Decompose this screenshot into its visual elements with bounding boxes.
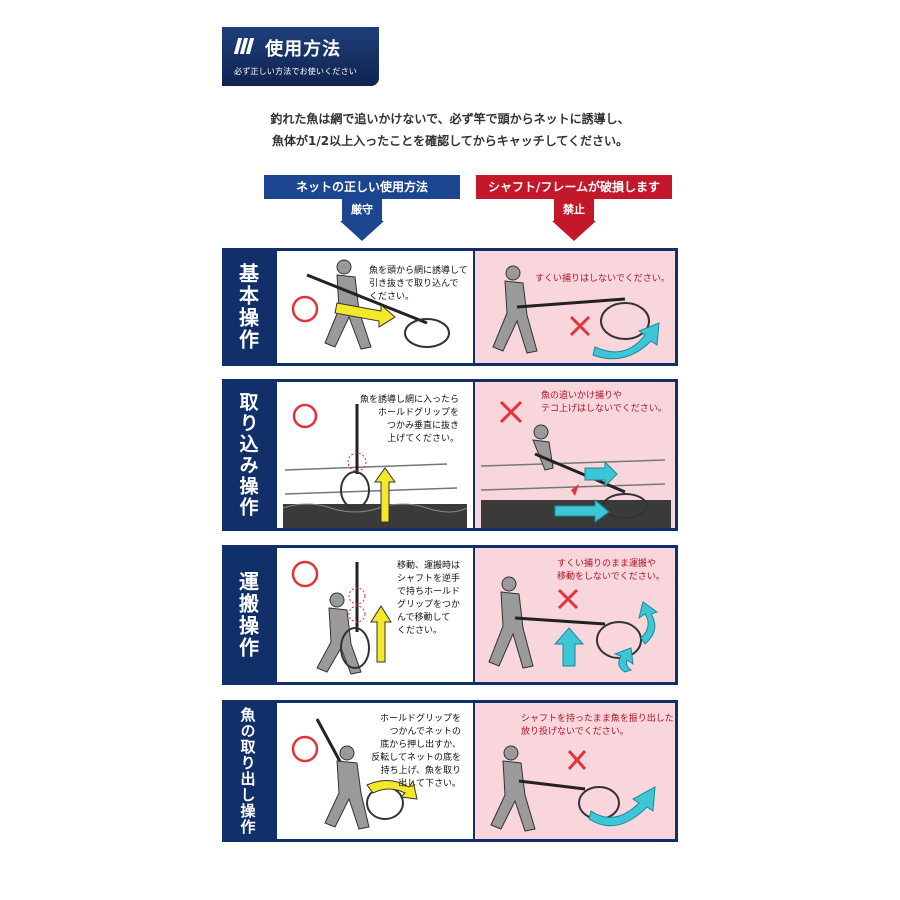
arrow-yellow-icon <box>370 605 392 663</box>
cross-ng-icon <box>569 315 591 337</box>
arrow-cyan-icon <box>613 647 634 673</box>
warning-text: すくい捕りのまま運搬や移動をしないでください。 <box>557 559 665 582</box>
row-label: 取り込み操作 <box>236 392 259 518</box>
arrow-down-icon <box>340 221 384 241</box>
arrow-cyan-icon <box>584 460 618 488</box>
warning-text: シャフトを持ったまま魚を振り出したり放り投げないでください。 <box>521 714 675 737</box>
person-figure <box>339 745 355 761</box>
angler-net-illustration <box>291 259 450 350</box>
intro-line-2: 魚体が1/2以上入ったことを確認してからキャッチしてください。 <box>271 134 628 148</box>
person-figure <box>336 259 352 275</box>
section-header-badge: 使用方法 必ず正しい方法でお使いください <box>222 27 379 86</box>
intro-text: 釣れた魚は網で追いかけないで、必ず竿で頭からネットに誘導し、 魚体が1/2以上入… <box>0 108 900 152</box>
section-title: 使用方法 <box>265 39 342 60</box>
scoop-carry-illustration <box>488 576 659 673</box>
person-figure <box>329 592 345 608</box>
fish-removal-illustration <box>291 718 418 830</box>
vertical-lift-illustration <box>282 403 468 528</box>
water-surface <box>283 504 467 528</box>
arrow-cyan-icon <box>588 786 656 827</box>
prohibited-illustration-cell: 魚の追いかけ捕りやテコ上げはしないでください。 <box>475 382 675 528</box>
instruction-text: ホールドグリップをつかんでネットの底から押し出すか、反転してネットの底を持ち上げ… <box>371 714 461 789</box>
cross-ng-icon <box>567 750 587 770</box>
row-landing-operation: 取り込み操作 魚を誘導し網に入ったらホールドグリップをつかみ垂直に抜き上げてくだ… <box>222 379 678 531</box>
person-figure <box>533 424 549 440</box>
row-basic-operation: 基本操作 魚を頭から網に誘導して引き抜きで取り込んでください。 すくい捕りはしな… <box>222 248 678 366</box>
net-icon <box>600 302 650 340</box>
badge-prohibited: 禁止 <box>554 199 594 221</box>
net-icon <box>404 318 450 348</box>
net-icon <box>602 493 648 519</box>
arrow-yellow-icon <box>334 302 396 328</box>
arrow-cyan-icon <box>638 601 659 645</box>
cross-ng-icon <box>557 588 579 610</box>
arrow-cyan-icon <box>554 498 610 523</box>
cross-ng-icon <box>499 400 523 424</box>
row-label: 基本操作 <box>235 263 260 351</box>
column-header-correct: ネットの正しい使用方法 <box>264 175 460 199</box>
intro-line-1: 釣れた魚は網で追いかけないで、必ず竿で頭からネットに誘導し、 <box>270 112 630 126</box>
row-fish-removal-operation: 魚の取り出し操作 ホールドグリップをつかんでネットの底から押し出すか、反転してネ… <box>222 700 678 842</box>
scooping-illustration <box>492 265 660 360</box>
arrow-yellow-icon <box>374 467 396 523</box>
circle-ok-icon <box>291 735 319 763</box>
person-figure <box>503 745 519 761</box>
person-figure <box>501 576 517 592</box>
arrow-cyan-icon <box>553 627 585 667</box>
arrow-yellow-icon <box>366 779 418 800</box>
bars-icon <box>233 38 255 58</box>
instruction-text: 魚を頭から網に誘導して引き抜きで取り込んでください。 <box>369 266 468 302</box>
column-header-prohibited: シャフト/フレームが破損します <box>476 175 672 199</box>
row-carrying-operation: 運搬操作 移動、運搬時はシャフトを逆手で持ちホールドグリップをつかんで移動してく… <box>222 545 678 685</box>
arrow-cyan-icon <box>592 322 660 360</box>
row-label: 運搬操作 <box>235 571 260 659</box>
correct-illustration-cell: 魚を頭から網に誘導して引き抜きで取り込んでください。 <box>277 251 473 363</box>
leverage-lift-illustration <box>480 400 671 528</box>
prohibited-illustration-cell: すくい捕りのまま運搬や移動をしないでください。 <box>475 548 675 682</box>
correct-illustration-cell: 魚を誘導し網に入ったらホールドグリップをつかみ垂直に抜き上げてください。 <box>277 382 473 528</box>
fling-illustration <box>490 745 656 832</box>
row-label: 魚の取り出し操作 <box>238 707 257 835</box>
person-figure <box>505 265 521 281</box>
prohibited-illustration-cell: すくい捕りはしないでください。 <box>475 251 675 363</box>
warning-text: すくい捕りはしないでください。 <box>535 274 670 284</box>
circle-ok-icon <box>292 403 318 429</box>
instruction-text: 移動、運搬時はシャフトを逆手で持ちホールドグリップをつかんで移動してください。 <box>397 561 461 636</box>
correct-illustration-cell: 移動、運搬時はシャフトを逆手で持ちホールドグリップをつかんで移動してください。 <box>277 548 473 682</box>
arrow-down-icon <box>552 221 596 241</box>
net-icon <box>596 621 642 659</box>
circle-ok-icon <box>291 560 319 588</box>
section-subtitle: 必ず正しい方法でお使いください <box>234 67 357 76</box>
correct-illustration-cell: ホールドグリップをつかんでネットの底から押し出すか、反転してネットの底を持ち上げ… <box>277 703 473 839</box>
net-icon <box>340 627 370 669</box>
carrying-illustration <box>291 560 392 675</box>
net-icon <box>340 471 370 509</box>
instruction-text: 魚を誘導し網に入ったらホールドグリップをつかみ垂直に抜き上げてください。 <box>359 395 459 444</box>
circle-ok-icon <box>291 295 319 323</box>
badge-mandatory: 厳守 <box>342 199 382 221</box>
prohibited-illustration-cell: シャフトを持ったまま魚を振り出したり放り投げないでください。 <box>475 703 675 839</box>
net-icon <box>578 786 620 820</box>
warning-text: 魚の追いかけ捕りやテコ上げはしないでください。 <box>541 391 667 414</box>
